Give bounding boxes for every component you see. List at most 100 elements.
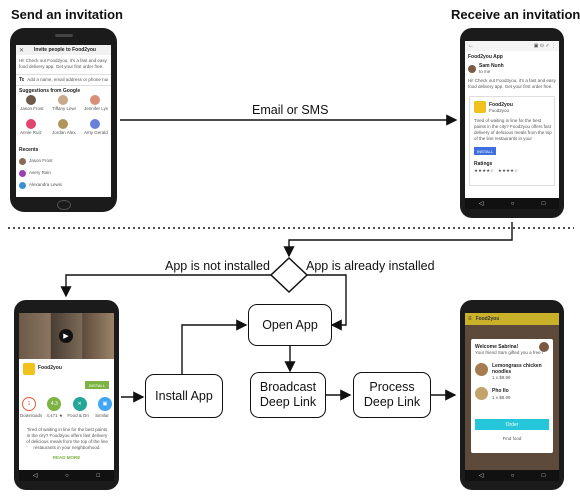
close-icon[interactable]: ✕ [19, 47, 25, 54]
avatar[interactable] [58, 95, 68, 105]
app-toolbar: ≡ Food2you [465, 313, 559, 325]
avatar[interactable] [90, 95, 100, 105]
app-blurb: Tired of waiting in line for the best pa… [26, 427, 108, 450]
install-button[interactable]: INSTALL [474, 147, 496, 155]
home-icon[interactable]: ○ [510, 200, 515, 207]
downloads-badge: 1 [22, 397, 36, 411]
rating-badge: 4.3 [47, 397, 62, 411]
suggested-contacts: Jason Frost Tiffany Lewis Jennifer Lyn A… [16, 93, 111, 145]
recents-icon[interactable]: □ [541, 472, 546, 479]
back-icon[interactable]: ◁ [478, 201, 484, 207]
food-image [475, 387, 488, 400]
read-more-link[interactable]: READ MORE [52, 455, 81, 460]
android-nav-bar: ◁ ○ □ [465, 198, 559, 209]
sender-name: Sam Nunh [479, 63, 504, 69]
app-sub: Food2you [489, 108, 510, 113]
contact-name: Annie Ruiz [20, 130, 42, 135]
to-decision-arrow [283, 222, 513, 258]
toolbar-icons[interactable]: ▣ ⊙ ✓ ⋮ [533, 43, 556, 49]
to-input[interactable]: Add a name, email address or phone numbe… [27, 77, 108, 82]
food-image [475, 363, 488, 376]
back-icon[interactable]: ◁ [478, 473, 484, 479]
install-app-box: Install App [145, 374, 223, 418]
screenshot-banner: ▶ [19, 313, 114, 359]
recents-label: Recents [19, 147, 39, 153]
recents-list: Jason Frost Avery Rain Alexandra Lewis [19, 155, 109, 191]
back-icon[interactable]: ◁ [32, 473, 38, 479]
decision-diamond [269, 256, 309, 294]
play-icon[interactable]: ▶ [59, 329, 73, 343]
app-title: Food2you [475, 316, 500, 322]
contact-name: Jason Frost [20, 106, 44, 111]
contact-name: Tiffany Lewis [52, 106, 76, 111]
order-item: Lemongrass chicken noodles 1 x $8.99 [475, 361, 549, 381]
open-app-box: Open App [248, 304, 332, 346]
welcome-sub: Your friend Sam gifted you a free order [475, 350, 543, 355]
send-invitation-heading: Send an invitation [11, 7, 123, 22]
welcome-text: Welcome Sabrina! [475, 344, 519, 350]
receive-invitation-heading: Receive an invitation [451, 7, 580, 22]
avatar[interactable] [26, 119, 36, 129]
mail-body: Hi! Check out Food2you, it's a fast and … [468, 78, 556, 89]
home-icon[interactable]: ○ [65, 472, 69, 479]
app-name: Food2you [489, 102, 513, 108]
back-arrow-icon[interactable]: ← [468, 43, 474, 49]
avatar[interactable] [90, 119, 100, 129]
badge-labels: Downloads 4,471 ★ Food & Drink Similar [20, 413, 109, 418]
email-sms-label: Email or SMS [252, 103, 329, 117]
menu-icon[interactable]: ≡ [468, 316, 472, 322]
avatar[interactable] [26, 95, 36, 105]
contact-name: Amy Geralds [84, 130, 108, 135]
install-button[interactable]: INSTALL [85, 381, 109, 389]
item-name: Pho Ilo [492, 388, 509, 394]
list-item[interactable]: Jason Frost [19, 155, 109, 167]
app-pitch: Tired of waiting in line for the best pa… [474, 118, 552, 141]
mail-subject: Food2you App [468, 54, 503, 60]
ratings-label: Ratings [474, 161, 493, 167]
avatar [539, 342, 549, 352]
find-food-link[interactable]: Find food [502, 436, 522, 441]
send-message: Hi! Check out Food2you, it's a fast and … [19, 58, 107, 69]
list-item[interactable]: Avery Rain [19, 167, 109, 179]
send-invitation-phone: ✕ Invite people to Food2you Hi! Check ou… [10, 28, 117, 212]
store-badges: 1 4.3 ✕ ▣ [22, 397, 112, 411]
recents-icon[interactable]: □ [541, 200, 546, 207]
suggestions-label: Suggestions from Google [19, 88, 81, 94]
contact-name: Jennifer Lyn [84, 106, 108, 111]
star-icon: ★★★★☆ ★★★★☆ [474, 168, 519, 173]
item-price: 1 x $8.99 [492, 395, 511, 400]
to-label: To [19, 77, 25, 83]
similar-icon[interactable]: ▣ [97, 397, 112, 411]
list-item[interactable]: Alexandra Lewis [19, 179, 109, 191]
home-button[interactable] [57, 200, 71, 210]
app-logo [474, 101, 486, 113]
avatar[interactable] [58, 119, 68, 129]
item-name: Lemongrass chicken noodles [492, 363, 542, 375]
order-button[interactable]: Order [475, 419, 549, 430]
gift-card: Welcome Sabrina! Your friend Sam gifted … [471, 339, 553, 453]
opened-app-screen: ≡ Food2you Welcome Sabrina! Your friend … [465, 313, 559, 481]
send-phone-screen: ✕ Invite people to Food2you Hi! Check ou… [16, 45, 111, 197]
app-card: Food2you Food2you Tired of waiting in li… [469, 96, 555, 186]
sender-sub: to me [479, 69, 491, 74]
app-name: Food2you [38, 365, 62, 371]
item-price: 1 x $8.99 [492, 375, 511, 380]
not-installed-label: App is not installed [165, 259, 270, 273]
recents-icon[interactable]: □ [96, 472, 101, 479]
already-installed-label: App is already installed [306, 259, 435, 273]
category-icon[interactable]: ✕ [72, 397, 87, 411]
send-toolbar: ✕ Invite people to Food2you [16, 45, 111, 55]
store-phone-screen: ▶ Food2you INSTALL 1 4.3 ✕ ▣ Downloads 4… [19, 313, 114, 481]
install-to-open-arrow [181, 319, 248, 374]
store-phone: ▶ Food2you INSTALL 1 4.3 ✕ ▣ Downloads 4… [14, 300, 119, 490]
android-nav-bar: ◁ ○ □ [465, 470, 559, 481]
mail-toolbar: ← ▣ ⊙ ✓ ⋮ [465, 41, 559, 51]
app-logo [23, 363, 35, 375]
order-item: Pho Ilo 1 x $8.99 [475, 385, 549, 405]
home-icon[interactable]: ○ [510, 472, 515, 479]
